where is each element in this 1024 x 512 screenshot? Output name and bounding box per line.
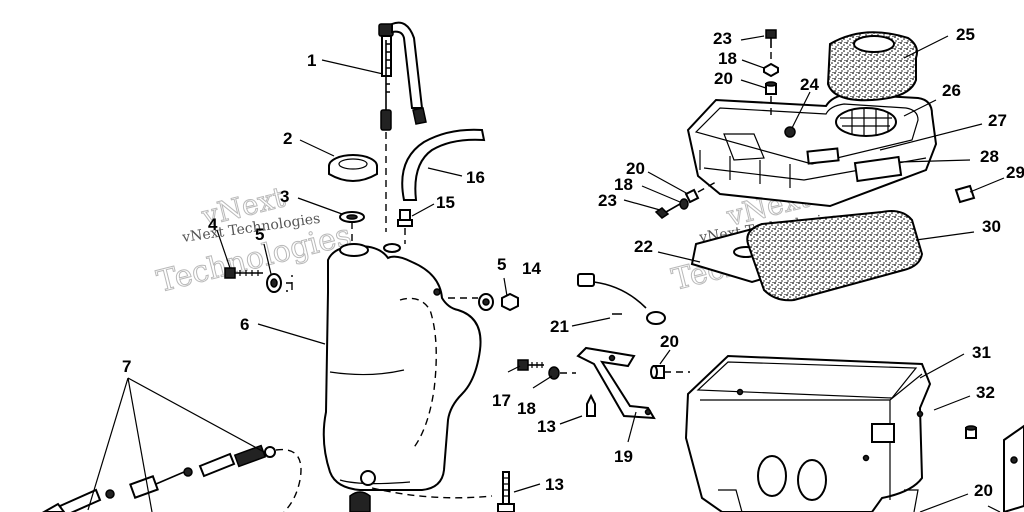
callout-20-lid: 20 bbox=[626, 159, 645, 178]
fuel-tank bbox=[322, 243, 482, 491]
callout-22: 22 bbox=[634, 237, 653, 256]
screw-middle bbox=[586, 393, 596, 417]
callout-13-bottom: 13 bbox=[545, 475, 564, 494]
foam-ring-filter bbox=[826, 31, 918, 102]
callout-5-right: 5 bbox=[497, 255, 506, 274]
cap-gasket bbox=[339, 211, 365, 242]
hose-fitting bbox=[965, 425, 977, 439]
callout-19: 19 bbox=[614, 447, 633, 466]
callout-25: 25 bbox=[956, 25, 975, 44]
spacer-middle bbox=[650, 365, 665, 379]
callout-labels: 1 2 3 4 5 5 6 7 13 13 14 15 16 17 18 18 … bbox=[122, 25, 1024, 500]
leader-dash bbox=[286, 275, 293, 292]
air-box-lid bbox=[686, 92, 938, 208]
inlet-screen bbox=[835, 107, 897, 137]
leader-dash bbox=[697, 181, 717, 193]
callout-28: 28 bbox=[980, 147, 999, 166]
callout-18-middle: 18 bbox=[517, 399, 536, 418]
bolt-middle bbox=[517, 359, 544, 371]
callout-18-lid: 18 bbox=[614, 175, 633, 194]
mounting-bolt bbox=[224, 267, 263, 279]
callout-15: 15 bbox=[436, 193, 455, 212]
callout-30: 30 bbox=[982, 217, 1001, 236]
callout-20-middle: 20 bbox=[660, 332, 679, 351]
callout-27: 27 bbox=[988, 111, 1007, 130]
side-panel bbox=[1003, 424, 1024, 512]
fuel-cap bbox=[328, 154, 378, 182]
callout-5-left: 5 bbox=[255, 225, 264, 244]
retaining-clip bbox=[954, 184, 976, 204]
callout-20-top: 20 bbox=[714, 69, 733, 88]
callout-7: 7 bbox=[122, 357, 131, 376]
fuel-gauge-sender bbox=[378, 21, 427, 232]
callout-32: 32 bbox=[976, 383, 995, 402]
leader-lines bbox=[87, 35, 1005, 512]
callout-6: 6 bbox=[240, 315, 249, 334]
callout-29: 29 bbox=[1006, 163, 1024, 182]
callout-1: 1 bbox=[307, 51, 316, 70]
callout-17: 17 bbox=[492, 391, 511, 410]
bolt-lid-left bbox=[654, 203, 681, 219]
nut-right bbox=[501, 292, 519, 312]
callout-23-top: 23 bbox=[713, 29, 732, 48]
callout-18-top: 18 bbox=[718, 49, 737, 68]
callout-4: 4 bbox=[208, 215, 218, 234]
spacer-lid-left bbox=[684, 188, 700, 204]
wire-connector bbox=[577, 273, 666, 325]
callout-26: 26 bbox=[942, 81, 961, 100]
callout-13-middle: 13 bbox=[537, 417, 556, 436]
grommet-right bbox=[478, 293, 494, 311]
callout-2: 2 bbox=[283, 129, 292, 148]
mounting-bracket bbox=[576, 346, 656, 420]
air-box-lower bbox=[684, 354, 932, 512]
callout-20-bottom: 20 bbox=[974, 481, 993, 500]
callout-21: 21 bbox=[550, 317, 569, 336]
vent-fitting bbox=[397, 209, 413, 244]
foam-filter-element bbox=[746, 210, 924, 302]
callout-23-lid: 23 bbox=[598, 191, 617, 210]
bolt-top bbox=[765, 29, 777, 48]
callout-14: 14 bbox=[522, 259, 541, 278]
vent-hose bbox=[401, 128, 486, 201]
callout-16: 16 bbox=[466, 168, 485, 187]
drain-valve bbox=[349, 487, 493, 512]
spacer-top bbox=[765, 81, 777, 95]
fuel-line-assembly bbox=[41, 444, 302, 512]
callout-24: 24 bbox=[800, 75, 819, 94]
screw-bottom bbox=[497, 471, 515, 512]
grommet-left bbox=[266, 273, 282, 293]
washer-top bbox=[763, 62, 779, 78]
callout-3: 3 bbox=[280, 187, 289, 206]
callout-31: 31 bbox=[972, 343, 991, 362]
washer-lid-left bbox=[679, 198, 689, 210]
